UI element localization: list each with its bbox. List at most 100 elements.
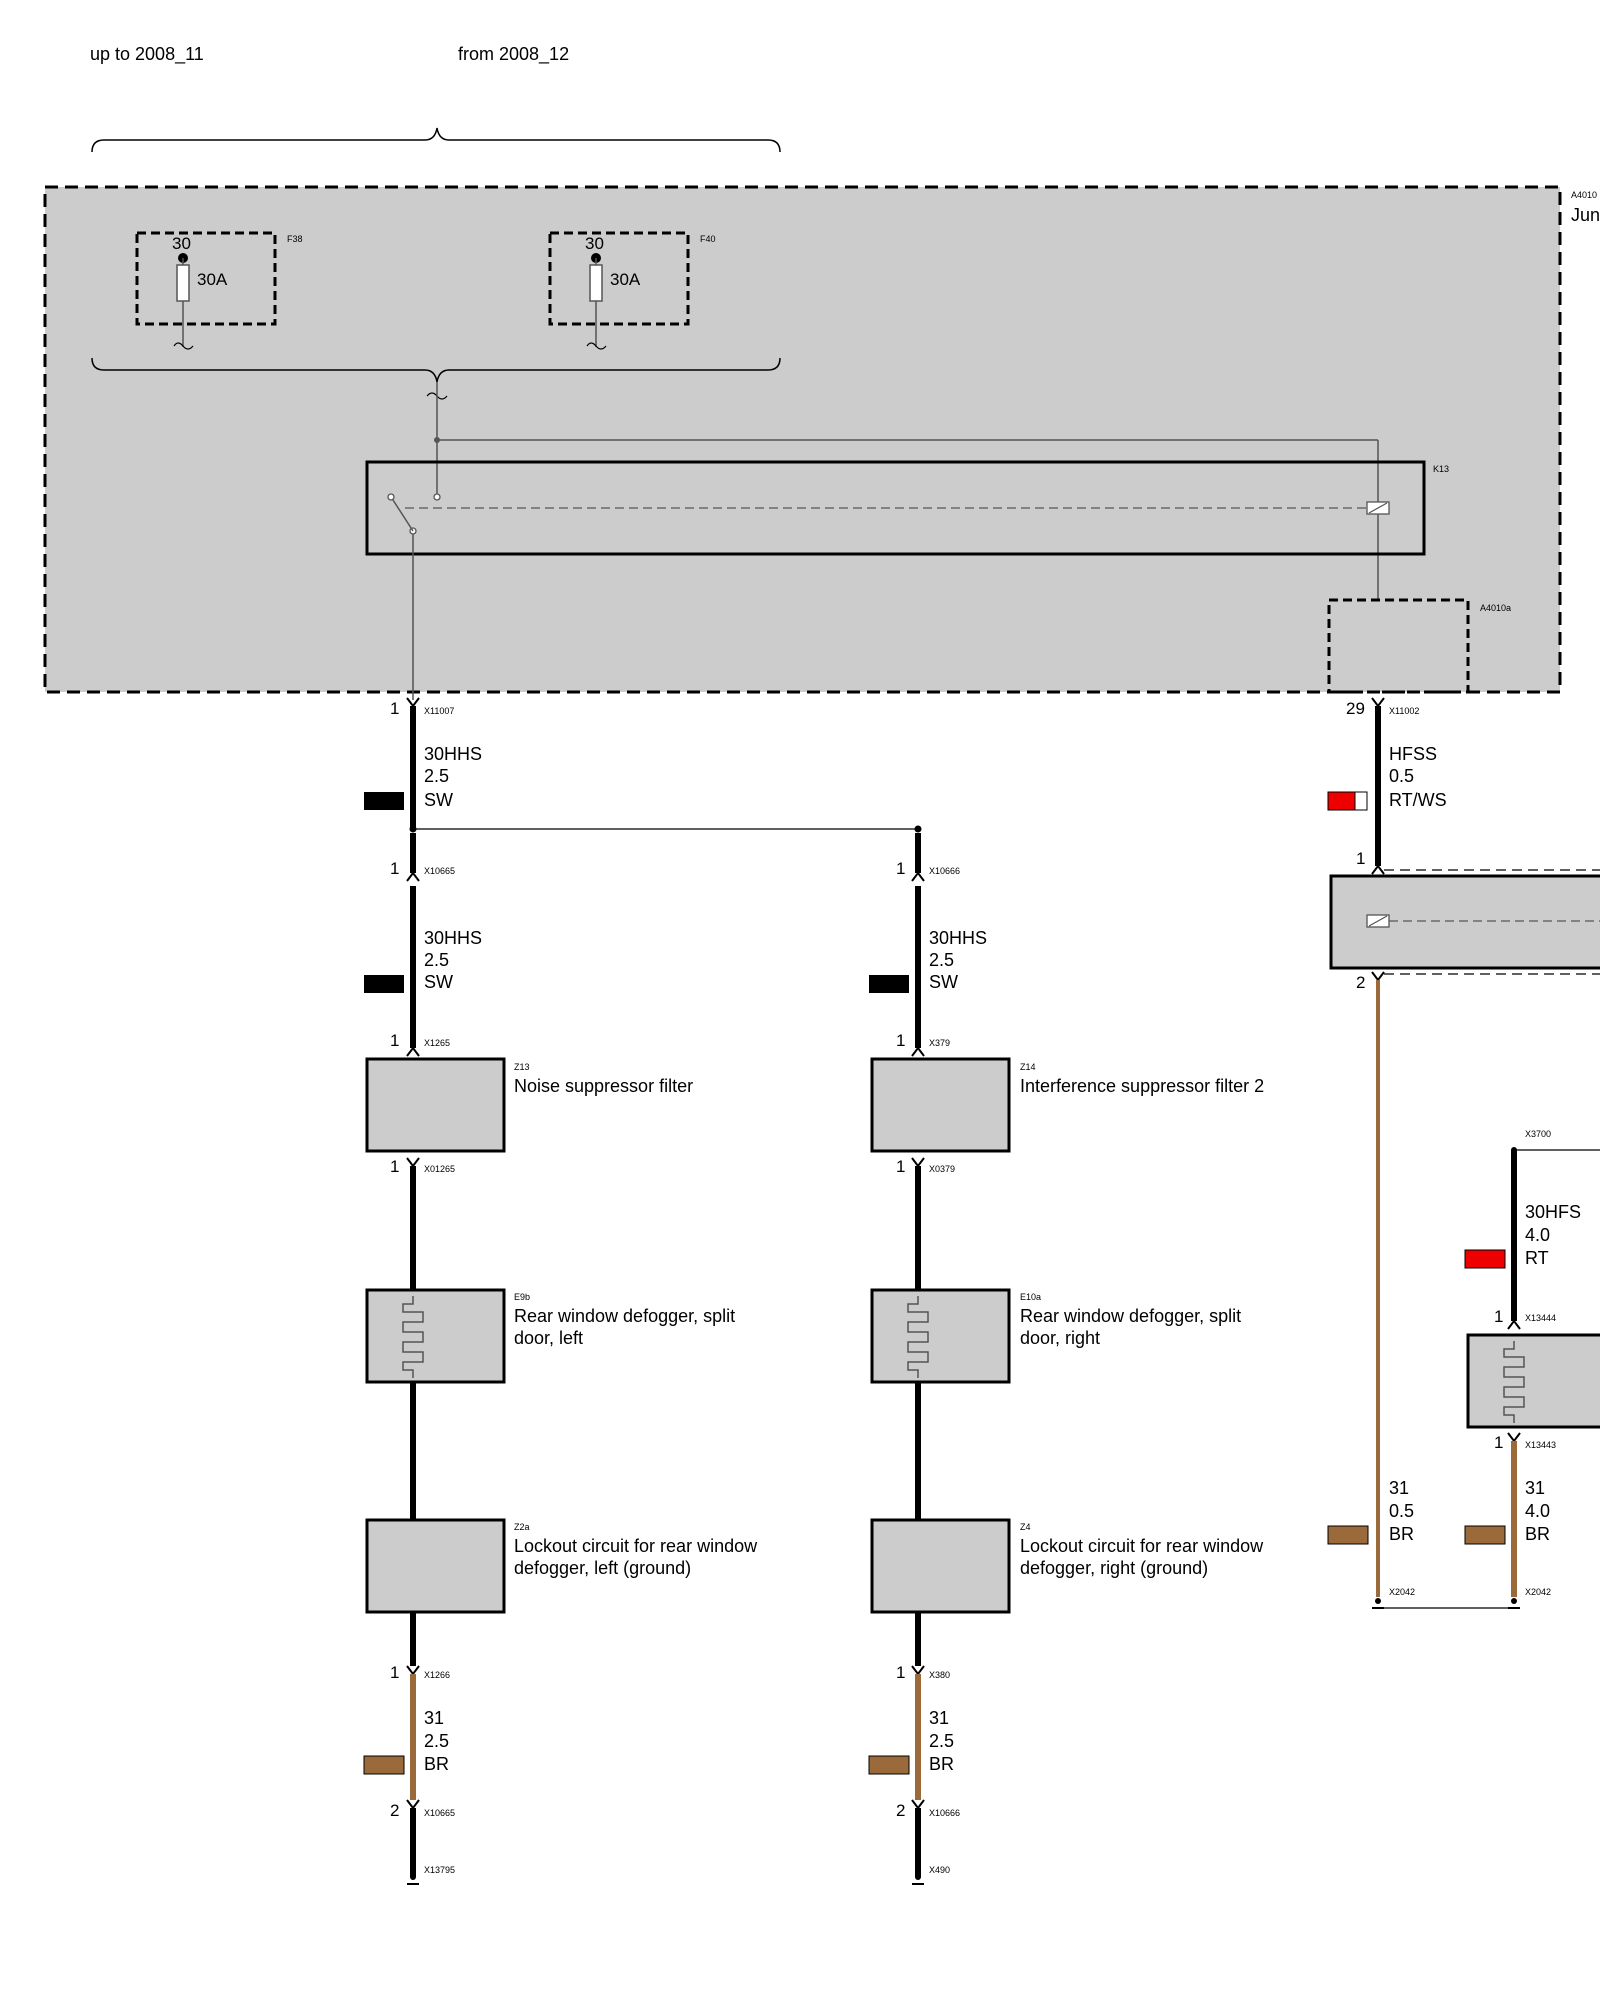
far-right-end-connector: X2042 (1525, 1587, 1551, 1597)
relay-k13-housing (365, 460, 1426, 556)
connector-icon (1507, 1319, 1521, 1330)
wire-color-swatch-br (868, 1755, 910, 1775)
left-ground-out-pin: 2 (390, 1801, 399, 1820)
fuse-f40-terminal: 30 (585, 234, 604, 253)
fuse-f40-break-icon (586, 342, 607, 350)
left-filter-name: Noise suppressor filter (514, 1076, 693, 1096)
far-right-wire-size: 4.0 (1525, 1225, 1550, 1245)
relay-switch-arm-icon (392, 499, 414, 532)
wire-color-swatch-sw (869, 975, 909, 993)
left-wire2-color: SW (424, 972, 453, 992)
middle-filter-id: Z14 (1020, 1062, 1036, 1072)
wire-color-swatch-br (1464, 1525, 1506, 1545)
rear-window-defogger-right (870, 1288, 1011, 1384)
middle-end-connector: X490 (929, 1865, 950, 1875)
heating-element-icon (402, 1296, 424, 1378)
far-right-wire-signal: 30HFS (1525, 1202, 1581, 1222)
connector-icon (911, 1799, 925, 1810)
fuse-f38: F38 30 30A (135, 231, 303, 350)
middle-wire-size: 2.5 (929, 950, 954, 970)
fuse-f40-id: F40 (700, 234, 716, 244)
splice-point (914, 825, 922, 833)
left-filter-out-connector: X01265 (424, 1164, 455, 1174)
middle-defogger-name-2: door, right (1020, 1328, 1100, 1348)
middle-defogger-name-1: Rear window defogger, split (1020, 1306, 1241, 1326)
ground-point (410, 1874, 416, 1880)
connector-icon (406, 1046, 420, 1057)
relay-contact-fixed (433, 493, 441, 501)
left-defogger-name-2: door, left (514, 1328, 583, 1348)
middle-lockout-id: Z4 (1020, 1522, 1031, 1532)
junction-box-id: A4010 (1571, 190, 1597, 200)
far-right-ground-color: BR (1525, 1524, 1550, 1544)
left-ground-signal: 31 (424, 1708, 444, 1728)
noise-suppressor-filter (365, 1057, 506, 1153)
left-end-connector: X13795 (424, 1865, 455, 1875)
left-ground-color: BR (424, 1754, 449, 1774)
left-branch: 1 X11007 30HHS 2.5 SW 1 X10665 30HHS 2.5… (363, 697, 918, 1885)
connector-icon (911, 871, 925, 882)
middle-ground-in-pin: 1 (896, 1663, 905, 1682)
fuse-f40-rating: 30A (610, 270, 641, 289)
middle-filter-name: Interference suppressor filter 2 (1020, 1076, 1264, 1096)
ground-point (915, 1874, 921, 1880)
connector-icon (911, 1046, 925, 1057)
fuse-f38-break-icon (173, 342, 194, 350)
right-wire-size: 0.5 (1389, 766, 1414, 786)
interference-suppressor-filter (870, 1057, 1011, 1153)
right-ground-size: 0.5 (1389, 1501, 1414, 1521)
middle-wire-signal: 30HHS (929, 928, 987, 948)
right-relay-out-pin: 2 (1356, 973, 1365, 992)
variant-label-new: from 2008_12 (458, 44, 569, 65)
right-wire-signal: HFSS (1389, 744, 1437, 764)
right-pin-out: 29 (1346, 699, 1365, 718)
right-relay-in-pin: 1 (1356, 849, 1365, 868)
fuse-f38-id: F38 (287, 234, 303, 244)
lockout-circuit-right (870, 1518, 1011, 1614)
left-wire2-size: 2.5 (424, 950, 449, 970)
right-end-connector: X2042 (1389, 1587, 1415, 1597)
fuse-f40: F40 30 30A (548, 231, 716, 350)
relay-k13: K13 (365, 460, 1449, 556)
fuse-f38-rating: 30A (197, 270, 228, 289)
middle-ground-color: BR (929, 1754, 954, 1774)
right-branch: 29 X11002 HFSS 0.5 RT/WS 1 2 31 0.5 BR X… (1327, 697, 1600, 1609)
left-lockout-name-1: Lockout circuit for rear window (514, 1536, 758, 1556)
left-defogger-name-1: Rear window defogger, split (514, 1306, 735, 1326)
connector-icon (1371, 971, 1385, 982)
left-defogger-id: E9b (514, 1292, 530, 1302)
wire-color-swatch-ws (1354, 791, 1368, 811)
wire-color-swatch-br (363, 1755, 405, 1775)
far-right-heater-in-pin: 1 (1494, 1307, 1503, 1326)
middle-lockout-name-2: defogger, right (ground) (1020, 1558, 1208, 1578)
connector-icon (911, 1157, 925, 1168)
far-right-wire-color: RT (1525, 1248, 1549, 1268)
middle-wire-color: SW (929, 972, 958, 992)
wire-color-swatch-rt (1464, 1249, 1506, 1269)
left-out-connector: X11007 (424, 706, 454, 716)
left-ground-in-connector: X1266 (424, 1670, 450, 1680)
left-ground-out-connector: X10665 (424, 1808, 455, 1818)
junction-box-name: Jun (1571, 205, 1600, 225)
right-ground-color: BR (1389, 1524, 1414, 1544)
middle-defogger-id: E10a (1020, 1292, 1041, 1302)
left-wire1-signal: 30HHS (424, 744, 482, 764)
far-right-ground-size: 4.0 (1525, 1501, 1550, 1521)
ground-point (1375, 1598, 1381, 1604)
lockout-circuit-left (365, 1518, 506, 1614)
middle-ground-size: 2.5 (929, 1731, 954, 1751)
middle-splice-pin: 1 (896, 859, 905, 878)
connector-icon (911, 1665, 925, 1676)
middle-branch: 1 X10666 30HHS 2.5 SW 1 X379 Z14 Interfe… (868, 825, 1264, 1885)
connector-icon (406, 1665, 420, 1676)
wire-color-swatch-rt (1327, 791, 1356, 811)
middle-filter-in-connector: X379 (929, 1038, 950, 1048)
middle-filter-out-connector: X0379 (929, 1164, 955, 1174)
middle-splice-connector: X10666 (929, 866, 960, 876)
heating-element-icon (1503, 1341, 1525, 1423)
heating-element-icon (907, 1296, 929, 1378)
wire-color-swatch-sw (364, 792, 404, 810)
middle-filter-in-pin: 1 (896, 1031, 905, 1050)
relay-coil-slash (1368, 915, 1388, 927)
connector-icon (1507, 1432, 1521, 1443)
